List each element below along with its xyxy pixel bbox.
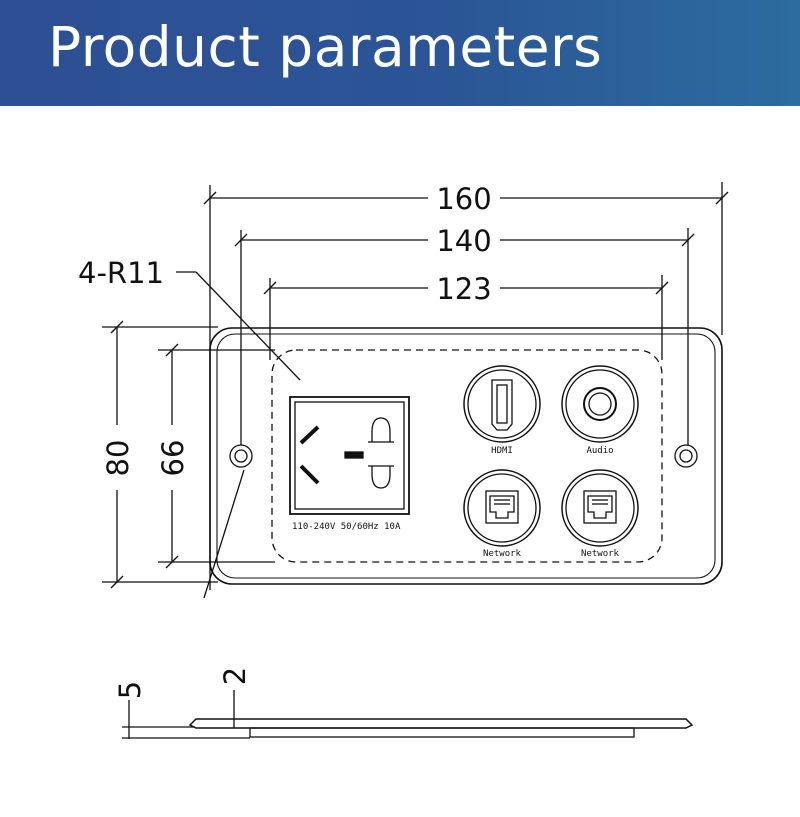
mounting-hole-right	[674, 444, 698, 468]
mounting-hole-left	[229, 444, 253, 468]
plate-inner-edge	[216, 333, 716, 579]
header-banner: Product parameters	[0, 0, 800, 106]
hdmi-port	[463, 365, 541, 443]
side-profile	[122, 690, 694, 739]
network-port-2	[561, 469, 639, 547]
audio-label: Audio	[586, 446, 613, 456]
insert-outline	[271, 349, 663, 563]
network-label-2: Network	[581, 549, 620, 559]
socket-rating-label: 110-240V 50/60Hz 10A	[292, 522, 401, 532]
dim-160-label: 160	[436, 182, 491, 216]
dim-2-label: 2	[218, 667, 252, 685]
dim-5-label: 5	[113, 681, 147, 699]
page-title: Product parameters	[48, 15, 603, 79]
hdmi-label: HDMI	[491, 446, 513, 456]
network-label-1: Network	[483, 549, 522, 559]
radius-label: 4-R11	[78, 256, 164, 290]
power-socket	[289, 396, 410, 515]
dim-140-label: 140	[436, 224, 491, 258]
dim-123-label: 123	[436, 272, 491, 306]
dim-66-label: 66	[156, 440, 190, 477]
dim-80-label: 80	[101, 440, 135, 477]
outer-plate	[209, 327, 723, 585]
network-port-1	[463, 469, 541, 547]
audio-port	[561, 365, 639, 443]
